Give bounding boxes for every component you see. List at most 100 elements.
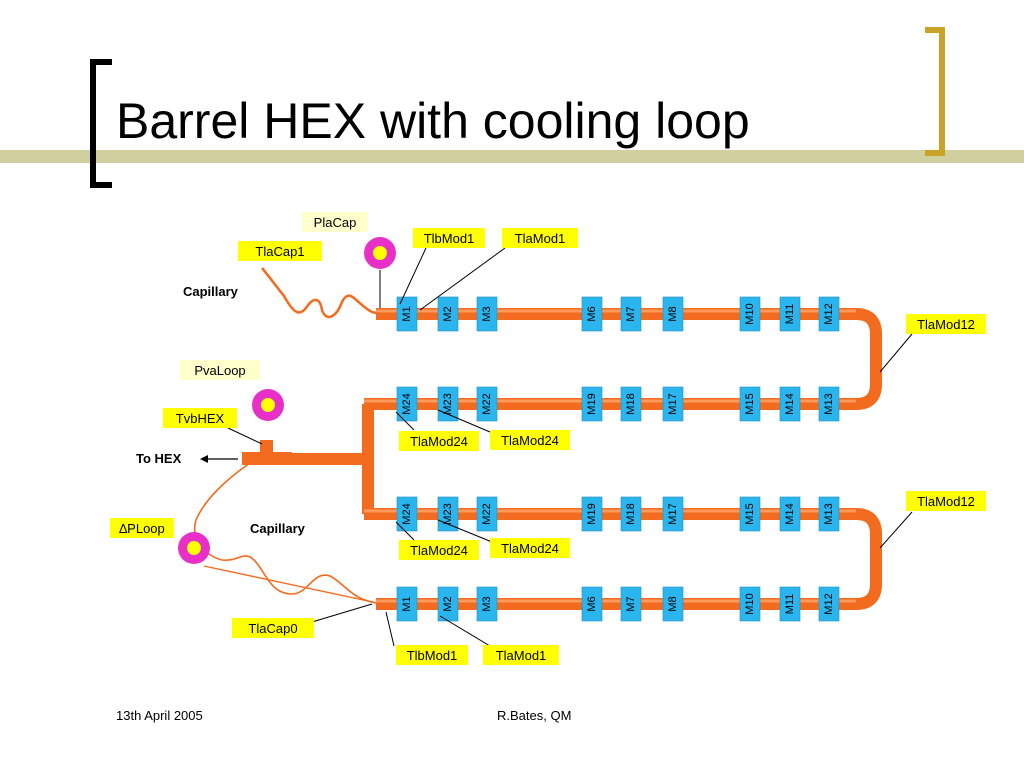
module-m1-row4: M1	[396, 586, 418, 622]
module-label: M18	[625, 503, 637, 524]
label-tlamod24-c: TlaMod24	[399, 540, 479, 560]
svg-text:TlaMod1: TlaMod1	[496, 648, 547, 663]
label-tlamod12-bottom: TlaMod12	[906, 491, 986, 511]
svg-text:TlaMod1: TlaMod1	[515, 231, 566, 246]
module-label: M8	[667, 596, 679, 611]
label-tlbmod1-top: TlbMod1	[413, 228, 485, 248]
title-band	[0, 150, 1024, 163]
label-placap: PlaCap	[302, 212, 368, 232]
module-label: M2	[442, 306, 454, 321]
module-m22-row2: M22	[476, 386, 498, 422]
capillary-bottom-line	[193, 451, 383, 605]
module-m19-row3: M19	[581, 496, 603, 532]
module-m10-row4: M10	[739, 586, 761, 622]
module-label: M11	[784, 304, 796, 325]
module-m15-row3: M15	[739, 496, 761, 532]
dploop-tube	[203, 565, 383, 605]
label-dploop: ∆PLoop	[110, 518, 174, 538]
module-label: M3	[481, 596, 493, 611]
module-label: M10	[744, 593, 756, 614]
module-label: M11	[784, 594, 796, 615]
svg-text:PvaLoop: PvaLoop	[194, 363, 245, 378]
module-label: M2	[442, 596, 454, 611]
module-m1-row1: M1	[396, 296, 418, 332]
module-label: M12	[823, 303, 835, 324]
lower-loop-pipe	[364, 508, 882, 610]
module-m3-row4: M3	[476, 586, 498, 622]
module-m2-row1: M2	[437, 296, 459, 332]
slide-title: Barrel HEX with cooling loop	[116, 93, 750, 149]
footer-date: 13th April 2005	[116, 708, 203, 723]
svg-text:TlaCap0: TlaCap0	[248, 621, 297, 636]
module-m24-row2: M24	[396, 386, 418, 422]
module-m19-row2: M19	[581, 386, 603, 422]
module-label: M13	[823, 393, 835, 414]
label-tlamod24-a: TlaMod24	[399, 431, 479, 451]
label-tvbhex: TvbHEX	[163, 408, 237, 428]
module-m11-row4: M11	[779, 586, 801, 622]
module-label: M8	[667, 306, 679, 321]
module-m7-row4: M7	[620, 586, 642, 622]
module-m23-row3: M23	[437, 496, 459, 532]
module-label: M10	[744, 303, 756, 324]
module-m7-row1: M7	[620, 296, 642, 332]
module-label: M22	[481, 393, 493, 414]
label-tlamod1-bottom: TlaMod1	[483, 645, 559, 665]
module-label: M1	[401, 596, 413, 611]
module-label: M12	[823, 593, 835, 614]
module-label: M18	[625, 393, 637, 414]
module-m12-row4: M12	[818, 586, 840, 622]
module-m18-row2: M18	[620, 386, 642, 422]
module-m14-row3: M14	[779, 496, 801, 532]
module-m24-row3: M24	[396, 496, 418, 532]
capillary-top-text: Capillary	[183, 284, 239, 299]
label-tlamod12-top: TlaMod12	[906, 314, 986, 334]
hex-tee	[260, 440, 273, 454]
module-m22-row3: M22	[476, 496, 498, 532]
label-tlacap1: TlaCap1	[238, 241, 322, 261]
module-label: M7	[625, 596, 637, 611]
label-tlbmod1-bottom: TlbMod1	[396, 645, 468, 665]
svg-text:TlaCap1: TlaCap1	[255, 244, 304, 259]
module-m13-row2: M13	[818, 386, 840, 422]
module-label: M7	[625, 306, 637, 321]
module-m14-row2: M14	[779, 386, 801, 422]
svg-text:TlbMod1: TlbMod1	[424, 231, 475, 246]
cooling-pipes	[290, 308, 882, 610]
to-hex-arrowhead	[200, 455, 208, 463]
svg-text:TlaMod24: TlaMod24	[410, 543, 468, 558]
svg-text:TlaMod12: TlaMod12	[917, 494, 975, 509]
hex-block	[242, 452, 292, 465]
svg-text:TlbMod1: TlbMod1	[407, 648, 458, 663]
module-label: M15	[744, 503, 756, 524]
label-tlamod24-d: TlaMod24	[490, 538, 570, 558]
right-bracket	[925, 27, 945, 156]
module-m12-row1: M12	[818, 296, 840, 332]
module-m17-row2: M17	[662, 386, 684, 422]
upper-loop-pipe	[364, 308, 882, 410]
module-m18-row3: M18	[620, 496, 642, 532]
module-label: M22	[481, 503, 493, 524]
module-m13-row3: M13	[818, 496, 840, 532]
module-label: M17	[667, 503, 679, 524]
pvaloop-sensor-icon	[252, 389, 284, 421]
label-pvaloop: PvaLoop	[180, 360, 260, 380]
svg-text:PlaCap: PlaCap	[314, 215, 357, 230]
module-m10-row1: M10	[739, 296, 761, 332]
capillary-top-line	[261, 267, 383, 319]
module-label: M15	[744, 393, 756, 414]
module-m6-row1: M6	[581, 296, 603, 332]
module-label: M1	[401, 306, 413, 321]
capillary-bottom-text: Capillary	[250, 521, 306, 536]
module-m11-row1: M11	[779, 296, 801, 332]
left-bracket	[90, 59, 112, 188]
module-m17-row3: M17	[662, 496, 684, 532]
label-tlacap0: TlaCap0	[232, 618, 314, 638]
placap-sensor-icon	[364, 237, 396, 269]
svg-text:TvbHEX: TvbHEX	[176, 411, 225, 426]
module-m3-row1: M3	[476, 296, 498, 332]
label-tlamod24-b: TlaMod24	[490, 430, 570, 450]
leader-lines	[227, 247, 913, 647]
